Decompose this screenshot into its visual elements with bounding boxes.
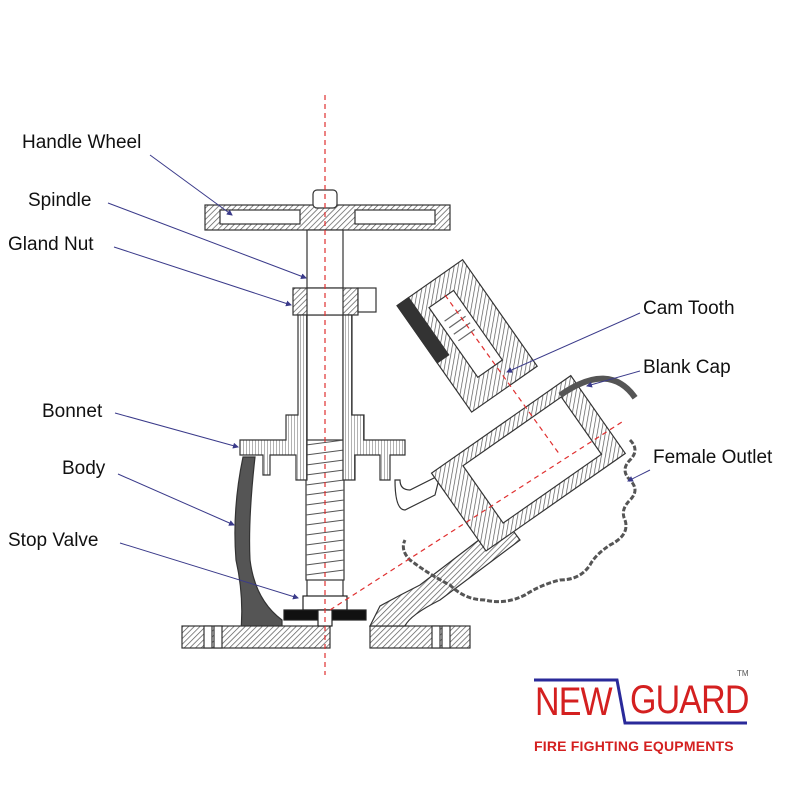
label-body: Body: [62, 458, 106, 479]
logo-word-new: NEW: [535, 680, 613, 724]
logo-trademark: TM: [737, 669, 749, 678]
label-stop-valve: Stop Valve: [8, 530, 99, 551]
logo-tagline: FIRE FIGHTING EQUPMENTS: [534, 738, 734, 754]
label-blank-cap: Blank Cap: [643, 357, 731, 378]
label-gland-nut: Gland Nut: [8, 234, 94, 255]
leader-lines: [107, 154, 651, 600]
female-outlet: [430, 374, 638, 552]
label-cam-tooth: Cam Tooth: [643, 298, 735, 319]
bonnet: [239, 314, 406, 481]
label-spindle: Spindle: [28, 190, 92, 211]
label-bonnet: Bonnet: [42, 401, 103, 422]
label-female-outlet: Female Outlet: [653, 447, 773, 468]
label-handle-wheel: Handle Wheel: [22, 132, 142, 153]
handle-wheel: [204, 189, 451, 231]
centerlines: [324, 95, 626, 675]
logo-word-guard: GUARD: [630, 678, 749, 722]
stop-valve: [283, 595, 367, 627]
gland-nut: [292, 287, 377, 316]
logo-frame: [534, 678, 747, 725]
cam-tooth-assembly: [396, 258, 539, 413]
